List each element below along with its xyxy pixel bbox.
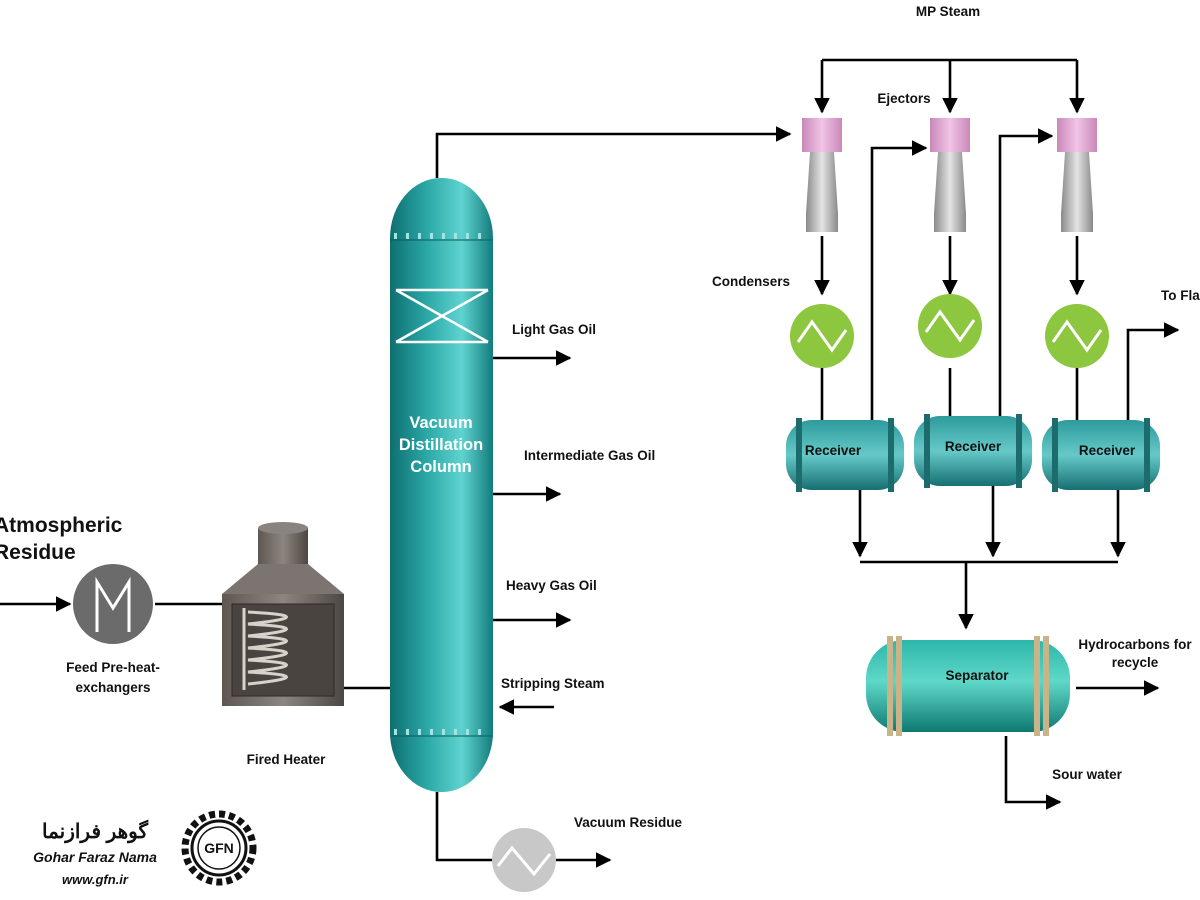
separator-vessel: [866, 636, 1070, 736]
logo-emblem-text: GFN: [204, 840, 234, 856]
logo-persian-text: گوهر فرازنما: [42, 819, 149, 844]
sour-water-label: Sour water: [1052, 767, 1123, 782]
overhead-vapor-line: [435, 126, 792, 178]
vacuum-residue-label: Vacuum Residue: [574, 815, 683, 830]
feed-preheat-exchanger-icon: [73, 564, 153, 644]
ejector-1-icon: [802, 118, 842, 232]
heavy-gas-oil-label: Heavy Gas Oil: [506, 578, 597, 593]
to-flare-line: [1126, 322, 1180, 420]
receiver-2-vessel: [914, 414, 1032, 488]
receiver-3-vessel: [1042, 418, 1160, 492]
feed-preheat-label-line-2: exchangers: [75, 680, 150, 695]
hydrocarbons-label-line-1: Hydrocarbons for: [1078, 637, 1192, 652]
labels: Atmospheric Residue Feed Pre-heat- excha…: [0, 4, 1200, 830]
bottoms-line: [435, 792, 492, 862]
feed-preheat-label-line-1: Feed Pre-heat-: [66, 660, 160, 675]
ejector-3-icon: [1057, 118, 1097, 232]
column-bottom-flange: [390, 729, 493, 737]
column-top-flange: [390, 233, 493, 241]
separator-label: Separator: [945, 668, 1009, 683]
condenser-2-icon: [918, 294, 982, 358]
light-gas-oil-label: Light Gas Oil: [512, 322, 596, 337]
vacuum-residue-cooler-icon: [492, 828, 556, 892]
to-flare-label: To Fla: [1161, 288, 1200, 303]
receiver-3-label: Receiver: [1079, 443, 1136, 458]
condenser-1-icon: [790, 304, 854, 368]
stripping-steam-label: Stripping Steam: [501, 676, 605, 691]
receiver-1-label: Receiver: [805, 443, 862, 458]
column-label-line-1: Vacuum: [409, 414, 472, 432]
sour-water-line: [1004, 736, 1062, 810]
atmospheric-residue-label-line-2: Residue: [0, 541, 76, 564]
column-label-line-2: Distillation: [399, 436, 483, 454]
packing-bed-icon: [395, 288, 489, 344]
process-lines: [0, 58, 1180, 868]
receiver-1-vessel: [786, 418, 904, 492]
receiver-2-label: Receiver: [945, 439, 1002, 454]
condenser-3-icon: [1045, 304, 1109, 368]
condensers-label: Condensers: [712, 274, 790, 289]
fired-heater-label: Fired Heater: [247, 752, 327, 767]
logo-url-text: www.gfn.ir: [62, 872, 129, 887]
ejector-2-icon: [930, 118, 970, 232]
vacuum-distillation-column: [390, 178, 493, 792]
receiver-2-vapor-line: [998, 128, 1054, 416]
atmospheric-residue-label-line-1: Atmospheric: [0, 514, 123, 537]
receiver-1-vapor-line: [870, 140, 928, 420]
intermediate-gas-oil-label: Intermediate Gas Oil: [524, 448, 655, 463]
gear-icon: GFN: [181, 810, 257, 886]
hydrocarbons-label-line-2: recycle: [1112, 655, 1159, 670]
logo-english-text: Gohar Faraz Nama: [33, 849, 157, 865]
column-label-line-3: Column: [410, 458, 471, 476]
company-logo: گوهر فرازنما Gohar Faraz Nama www.gfn.ir…: [33, 810, 257, 887]
mp-steam-label: MP Steam: [916, 4, 980, 19]
ejectors-label: Ejectors: [877, 91, 930, 106]
fired-heater-icon: [222, 522, 344, 706]
